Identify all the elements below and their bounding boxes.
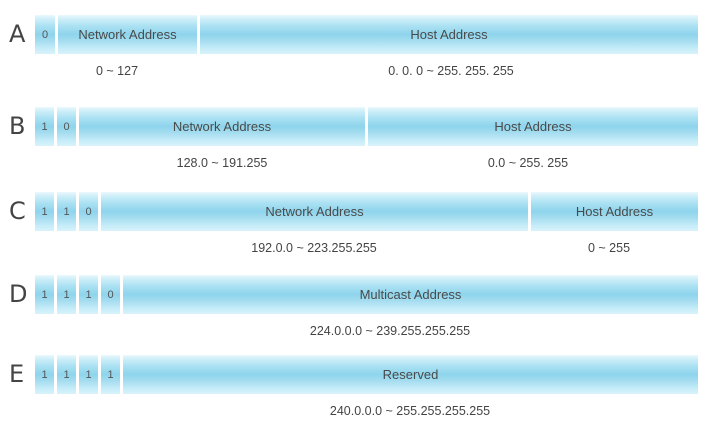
class-letter: B [9, 112, 26, 140]
host-range: 0. 0. 0 ~ 255. 255. 255 [388, 64, 514, 78]
class-letter: A [9, 20, 26, 48]
class-c-row: C 1 1 0 Network Address Host Address 192… [0, 192, 718, 272]
leading-bit: 0 [101, 275, 120, 314]
network-address-field: Network Address [101, 192, 528, 231]
multicast-range: 224.0.0.0 ~ 239.255.255.255 [309, 324, 471, 338]
leading-bit: 1 [35, 192, 54, 231]
leading-bit: 1 [101, 355, 120, 394]
class-e-row: E 1 1 1 1 Reserved 240.0.0.0 ~ 255.255.2… [0, 355, 718, 435]
host-address-field: Host Address [200, 15, 698, 54]
leading-bit: 1 [57, 192, 76, 231]
leading-bit: 0 [79, 192, 98, 231]
network-address-field: Network Address [79, 107, 365, 146]
network-range: 128.0 ~ 191.255 [176, 156, 268, 170]
multicast-address-field: Multicast Address [123, 275, 698, 314]
host-range: 0 ~ 255 [587, 241, 631, 255]
reserved-range: 240.0.0.0 ~ 255.255.255.255 [329, 404, 491, 418]
class-letter: C [9, 197, 26, 225]
leading-bit: 1 [79, 355, 98, 394]
leading-bit: 1 [35, 107, 54, 146]
leading-bit: 0 [57, 107, 76, 146]
class-letter: E [9, 360, 25, 388]
host-address-field: Host Address [531, 192, 698, 231]
leading-bit: 1 [35, 275, 54, 314]
class-d-row: D 1 1 1 0 Multicast Address 224.0.0.0 ~ … [0, 275, 718, 355]
leading-bit: 1 [35, 355, 54, 394]
host-address-field: Host Address [368, 107, 698, 146]
network-address-field: Network Address [58, 15, 197, 54]
host-range: 0.0 ~ 255. 255 [487, 156, 569, 170]
network-range: 192.0.0 ~ 223.255.255 [251, 241, 377, 255]
class-a-row: A 0 Network Address Host Address 0 ~ 127… [0, 15, 718, 95]
leading-bit: 1 [79, 275, 98, 314]
reserved-field: Reserved [123, 355, 698, 394]
network-range: 0 ~ 127 [95, 64, 139, 78]
leading-bit: 1 [57, 355, 76, 394]
class-letter: D [9, 280, 28, 308]
leading-bit: 1 [57, 275, 76, 314]
class-b-row: B 1 0 Network Address Host Address 128.0… [0, 107, 718, 187]
leading-bit: 0 [35, 15, 55, 54]
